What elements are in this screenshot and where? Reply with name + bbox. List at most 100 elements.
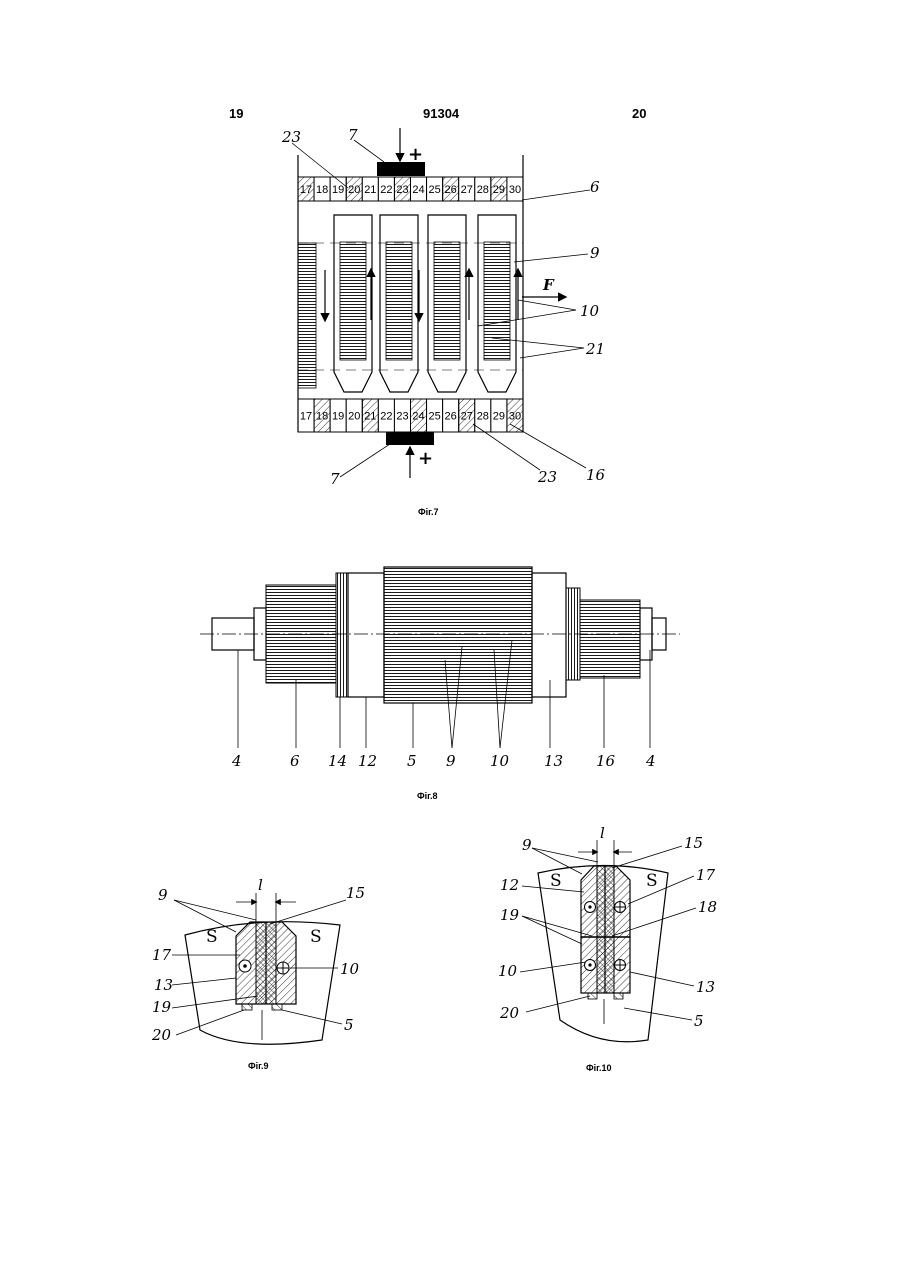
leader-10b [518,300,576,310]
commutator-segment-number: 19 [332,184,344,196]
label-21: 21 [585,340,605,358]
commutator-segment-number: 27 [461,411,473,423]
leader-6 [522,190,590,200]
figure-10: 9 l 15 S S 12 17 19 18 10 13 20 5 Фіг.10 [498,824,717,1073]
commutator-segment-number: 23 [396,411,408,423]
figure-8: 4 6 14 12 5 9 10 13 16 4 Фіг.8 [200,567,680,801]
top-commutator-strip: 1718192021222324252627282930 [298,177,523,201]
fig9-label-5: 5 [344,1016,354,1034]
fig8-label-4b: 4 [645,752,656,770]
commutator-segment-number: 26 [445,184,457,196]
commutator-segment-number: 20 [348,411,360,423]
commutator-segment-number: 22 [380,184,392,196]
end-ring-right [566,588,580,680]
label-16: 16 [586,466,606,484]
commutator-segment-number: 22 [380,411,392,423]
fig10-label-13: 13 [696,978,715,996]
rotor-coils [298,215,523,392]
figure-7: 1718192021222324252627282930 17181920212… [281,126,606,517]
rotor-core-5 [384,567,532,703]
commutator-segment-number: 18 [316,184,328,196]
coil-conductor [340,242,366,360]
label-plus-bottom: + [418,448,433,469]
fig10-label-10: 10 [498,962,518,980]
coil-conductor [434,242,460,360]
fig8-label-12: 12 [358,752,377,770]
label-6: 6 [590,178,600,196]
fig10-label-19: 19 [500,906,520,924]
fig10-label-15: 15 [684,834,703,852]
commutator-16 [580,600,640,678]
label-23-bottom: 23 [537,468,557,486]
figure-9: 9 l 15 S S 17 10 13 19 20 5 Фіг.9 [151,876,365,1071]
commutator-segment-number: 21 [364,411,376,423]
end-plate-13 [532,573,566,697]
fig10-label-17: 17 [696,866,716,884]
fig9-label-S-right: S [310,927,322,947]
commutator-segment-number: 17 [300,411,312,423]
fig9-label-13: 13 [154,976,173,994]
fig9-wedge-right [272,1004,282,1010]
fig10-label-9: 9 [522,836,532,854]
fig9-label-17: 17 [152,946,172,964]
fig10-wedge-right [614,993,623,999]
commutator-segment-number: 20 [348,184,360,196]
label-plus-top: + [408,144,423,165]
partial-conductor-left [298,243,316,388]
fig10-caption: Фіг.10 [586,1063,612,1073]
fig9-label-S-left: S [206,927,218,947]
label-10: 10 [580,302,600,320]
fig10-label-18: 18 [698,898,717,916]
fig8-label-13: 13 [544,752,563,770]
commutator-segment-number: 24 [412,411,424,423]
fig10-label-S-left: S [550,871,562,891]
commutator-segment-number: 27 [461,184,473,196]
fig9-label-15: 15 [346,884,365,902]
fig10-label-12: 12 [500,876,519,894]
commutator-segment-number: 17 [300,184,312,196]
fig9-wedge-left [242,1004,252,1010]
fig10-label-20: 20 [499,1004,520,1022]
fig9-label-l: l [258,876,263,894]
fig9-label-9: 9 [158,886,168,904]
fig8-label-4a: 4 [231,752,242,770]
fig9-label-19: 19 [152,998,172,1016]
fig9-label-20: 20 [151,1026,172,1044]
fig8-label-6: 6 [290,752,300,770]
coil-conductor [484,242,510,360]
commutator-segment-number: 26 [445,411,457,423]
fig8-label-14: 14 [328,752,347,770]
bottom-commutator-strip: 1718192021222324252627282930 [298,399,523,432]
commutator-segment-number: 28 [477,184,489,196]
commutator-segment-number: 25 [428,184,440,196]
commutator-segment-number: 29 [493,184,505,196]
coil-conductor [386,242,412,360]
commutator-segment-number: 25 [428,411,440,423]
leader-16 [510,424,586,468]
commutator-segment-number: 29 [493,411,505,423]
end-plate-12 [348,573,384,697]
fig7-caption: Фіг.7 [418,507,439,517]
commutator-segment-number: 30 [509,184,521,196]
label-7-top: 7 [348,126,358,144]
fig8-label-9: 9 [446,752,456,770]
commutator-segment-number: 28 [477,411,489,423]
commutator-segment-number: 23 [396,184,408,196]
commutator-segment-number: 21 [364,184,376,196]
bottom-brush [386,432,434,445]
leader-9 [514,254,588,262]
leader-21b [520,348,584,358]
label-F: F [542,276,555,294]
fig8-label-10: 10 [490,752,510,770]
commutator-6 [266,585,336,683]
fig9-caption: Фіг.9 [248,1061,269,1071]
fig8-label-16: 16 [596,752,616,770]
label-9: 9 [590,244,600,262]
fig10-label-5: 5 [694,1012,704,1030]
fig10-label-l: l [600,824,605,842]
fig9-label-10: 10 [340,960,360,978]
commutator-segment-number: 18 [316,411,328,423]
commutator-segment-number: 30 [509,411,521,423]
fig8-caption: Фіг.8 [417,791,438,801]
